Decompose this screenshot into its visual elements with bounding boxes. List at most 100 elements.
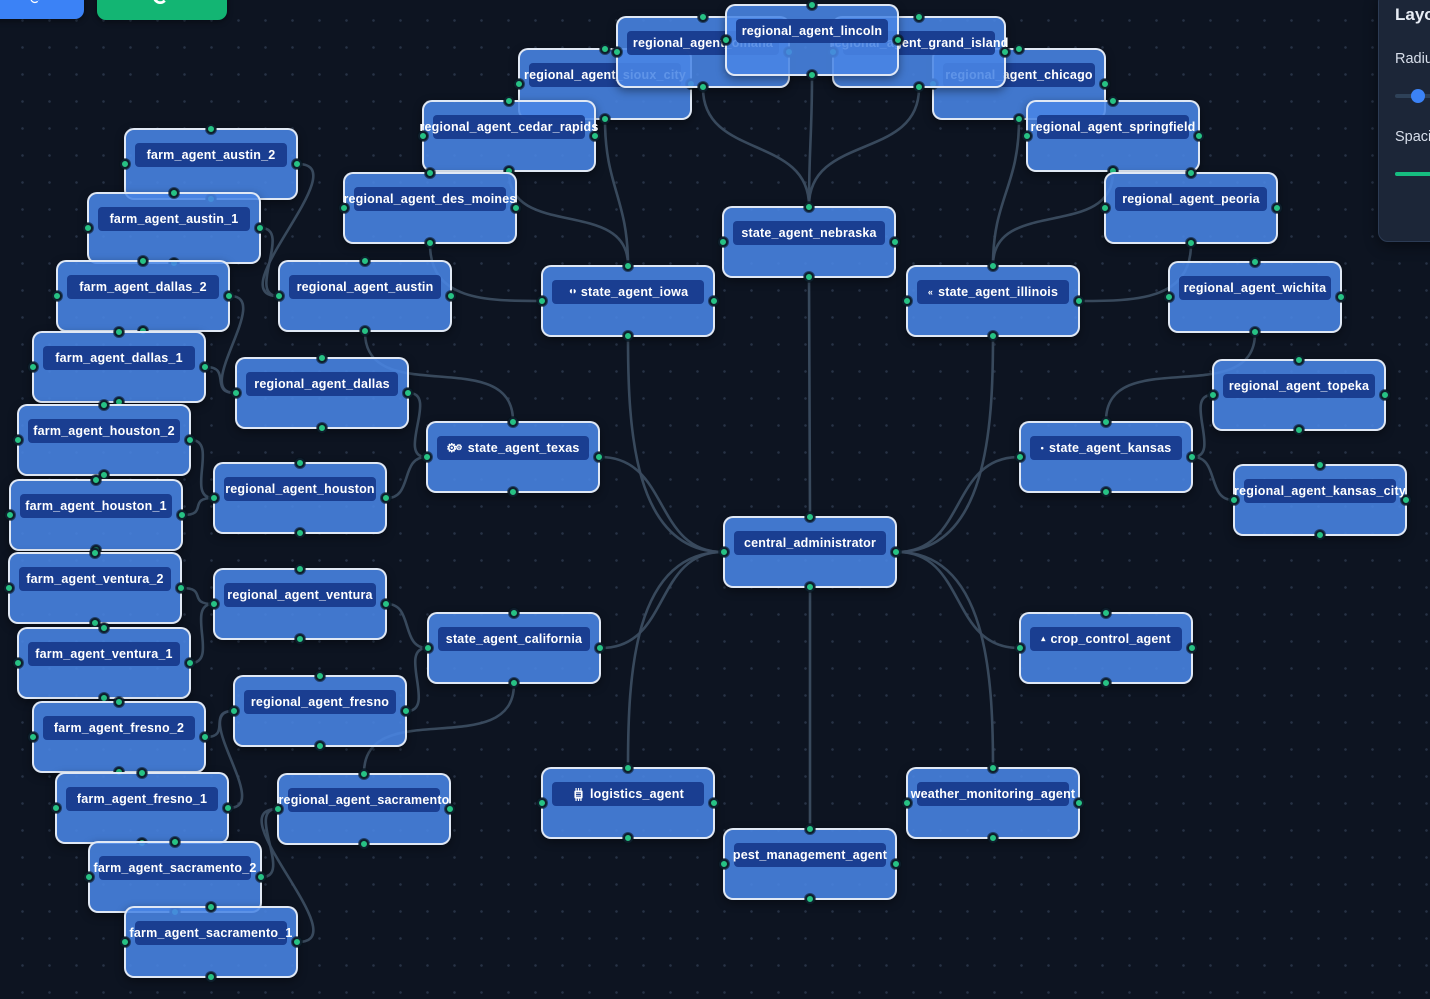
node-regional_agent_dallas[interactable]: regional_agent_dallas — [231, 353, 413, 433]
port-top[interactable] — [425, 168, 435, 178]
node-farm_agent_ventura_2[interactable]: farm_agent_ventura_2 — [4, 548, 186, 628]
port-right[interactable] — [177, 510, 187, 520]
port-left[interactable] — [902, 296, 912, 306]
port-top[interactable] — [698, 12, 708, 22]
radius-slider-handle[interactable] — [1410, 89, 1425, 103]
port-top[interactable] — [360, 256, 370, 266]
port-top[interactable] — [623, 261, 633, 271]
port-top[interactable] — [114, 697, 124, 707]
port-right[interactable] — [200, 732, 210, 742]
port-top[interactable] — [623, 763, 633, 773]
port-top[interactable] — [295, 458, 305, 468]
port-top[interactable] — [1250, 257, 1260, 267]
port-left[interactable] — [120, 159, 130, 169]
port-right[interactable] — [185, 658, 195, 668]
port-bottom[interactable] — [988, 331, 998, 341]
port-bottom[interactable] — [805, 582, 815, 592]
port-left[interactable] — [1015, 452, 1025, 462]
node-central_administrator[interactable]: central_administrator — [719, 512, 901, 592]
port-left[interactable] — [52, 291, 62, 301]
port-left[interactable] — [13, 658, 23, 668]
node-regional_agent_lincoln[interactable]: regional_agent_lincoln — [721, 0, 903, 80]
port-right[interactable] — [381, 493, 391, 503]
port-top[interactable] — [206, 124, 216, 134]
node-state_agent_california[interactable]: state_agent_california — [423, 608, 605, 688]
port-top[interactable] — [1108, 96, 1118, 106]
port-left[interactable] — [5, 510, 15, 520]
port-right[interactable] — [1187, 452, 1197, 462]
port-left[interactable] — [719, 859, 729, 869]
rerun-button[interactable]: ⟳ — [97, 0, 227, 20]
port-top[interactable] — [114, 327, 124, 337]
port-left[interactable] — [422, 452, 432, 462]
port-top[interactable] — [169, 188, 179, 198]
port-right[interactable] — [595, 643, 605, 653]
node-regional_agent_houston[interactable]: regional_agent_houston — [209, 458, 391, 538]
port-left[interactable] — [339, 203, 349, 213]
port-top[interactable] — [295, 564, 305, 574]
port-right[interactable] — [1100, 79, 1110, 89]
port-top[interactable] — [359, 769, 369, 779]
port-right[interactable] — [1074, 798, 1084, 808]
port-left[interactable] — [28, 362, 38, 372]
port-bottom[interactable] — [804, 272, 814, 282]
port-right[interactable] — [255, 223, 265, 233]
port-right[interactable] — [890, 237, 900, 247]
node-regional_agent_kansas_city[interactable]: regional_agent_kansas_city — [1229, 460, 1411, 540]
port-bottom[interactable] — [1294, 425, 1304, 435]
node-regional_agent_peoria[interactable]: regional_agent_peoria — [1100, 168, 1282, 248]
port-left[interactable] — [231, 388, 241, 398]
port-right[interactable] — [891, 547, 901, 557]
port-bottom[interactable] — [600, 114, 610, 124]
port-left[interactable] — [721, 35, 731, 45]
port-right[interactable] — [511, 203, 521, 213]
port-top[interactable] — [508, 417, 518, 427]
port-right[interactable] — [1272, 203, 1282, 213]
port-bottom[interactable] — [805, 894, 815, 904]
port-right[interactable] — [1194, 131, 1204, 141]
node-regional_agent_wichita[interactable]: regional_agent_wichita — [1164, 257, 1346, 337]
port-top[interactable] — [91, 475, 101, 485]
node-logistics_agent[interactable]: logistics_agent — [537, 763, 719, 843]
port-right[interactable] — [446, 291, 456, 301]
port-left[interactable] — [612, 47, 622, 57]
port-bottom[interactable] — [698, 82, 708, 92]
node-regional_agent_sacramento[interactable]: regional_agent_sacramento — [273, 769, 455, 849]
port-bottom[interactable] — [317, 423, 327, 433]
node-farm_agent_houston_1[interactable]: farm_agent_houston_1 — [5, 475, 187, 555]
port-top[interactable] — [1294, 355, 1304, 365]
port-top[interactable] — [99, 623, 109, 633]
port-left[interactable] — [1015, 643, 1025, 653]
port-bottom[interactable] — [206, 972, 216, 982]
port-left[interactable] — [537, 296, 547, 306]
node-farm_agent_austin_2[interactable]: farm_agent_austin_2 — [120, 124, 302, 204]
spacing-slider[interactable] — [1395, 167, 1430, 181]
port-left[interactable] — [51, 803, 61, 813]
port-top[interactable] — [600, 44, 610, 54]
port-top[interactable] — [1101, 608, 1111, 618]
port-left[interactable] — [1164, 292, 1174, 302]
port-bottom[interactable] — [1014, 114, 1024, 124]
port-left[interactable] — [84, 872, 94, 882]
port-right[interactable] — [200, 362, 210, 372]
port-left[interactable] — [120, 937, 130, 947]
port-top[interactable] — [170, 837, 180, 847]
port-top[interactable] — [805, 824, 815, 834]
node-regional_agent_cedar_rapids[interactable]: regional_agent_cedar_rapids — [418, 96, 600, 176]
port-top[interactable] — [1186, 168, 1196, 178]
node-farm_agent_fresno_1[interactable]: farm_agent_fresno_1 — [51, 768, 233, 848]
port-left[interactable] — [537, 798, 547, 808]
port-bottom[interactable] — [295, 528, 305, 538]
port-left[interactable] — [83, 223, 93, 233]
port-bottom[interactable] — [360, 326, 370, 336]
port-right[interactable] — [1187, 643, 1197, 653]
port-right[interactable] — [1401, 495, 1411, 505]
node-pest_management_agent[interactable]: pest_management_agent — [719, 824, 901, 904]
port-top[interactable] — [1101, 417, 1111, 427]
port-bottom[interactable] — [623, 331, 633, 341]
port-top[interactable] — [137, 768, 147, 778]
port-left[interactable] — [28, 732, 38, 742]
port-right[interactable] — [292, 937, 302, 947]
node-regional_agent_springfield[interactable]: regional_agent_springfield — [1022, 96, 1204, 176]
